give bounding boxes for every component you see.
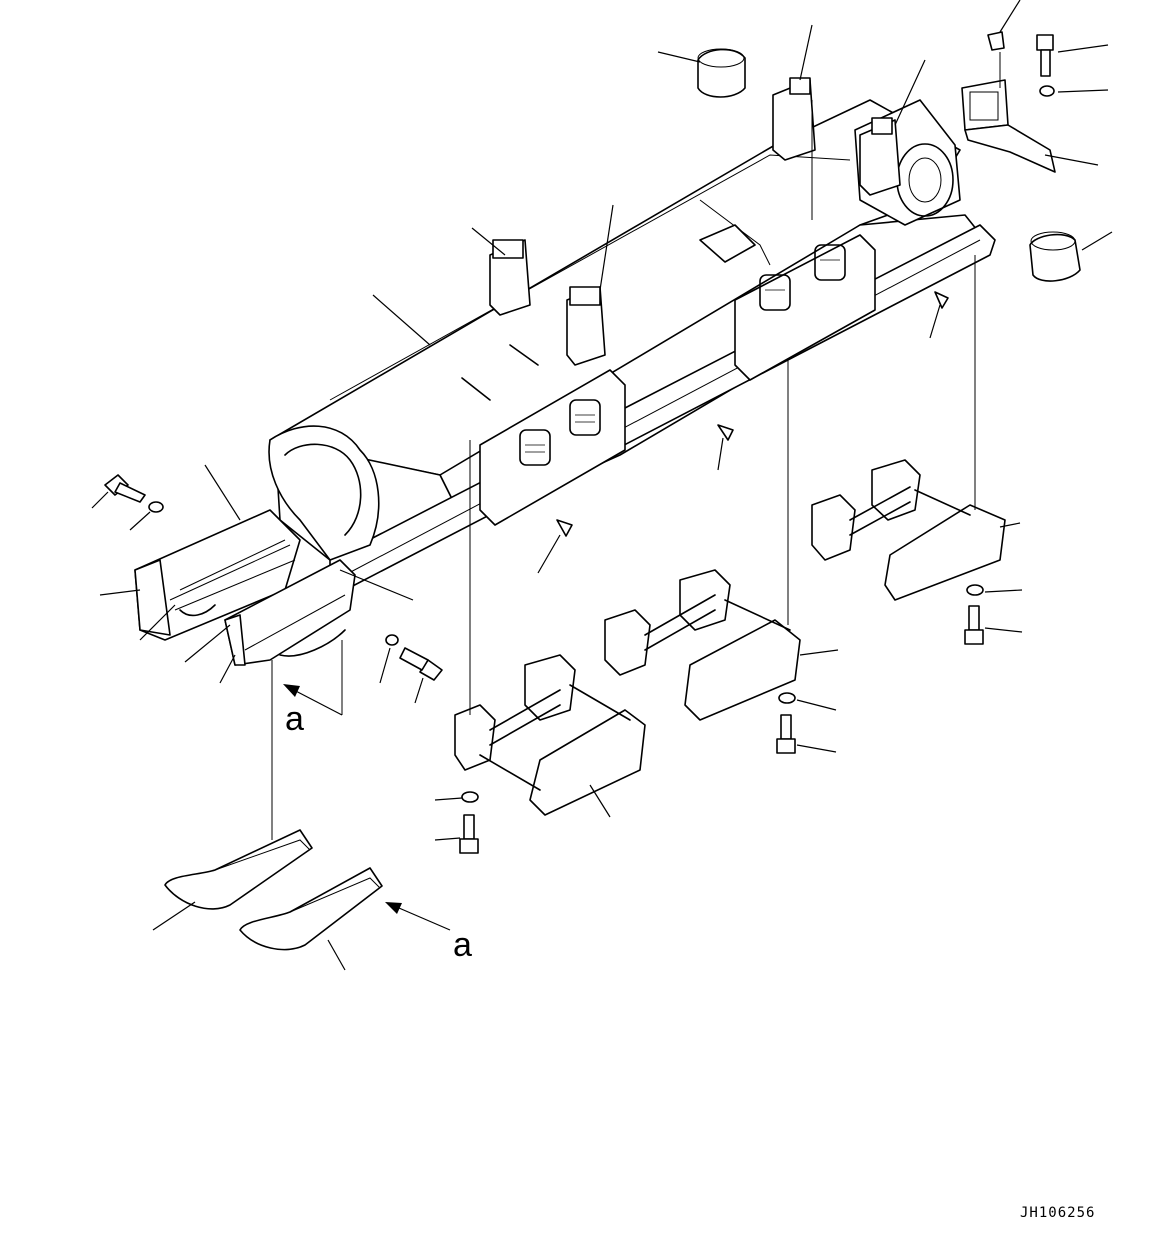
front-guard-plate-1 [164, 829, 313, 910]
bolt-roller-2 [776, 714, 796, 754]
alignment-lines [271, 52, 1001, 840]
plug-2 [717, 424, 734, 441]
fasteners [104, 31, 1055, 854]
bolt-roller-3 [964, 605, 984, 645]
bushings [697, 48, 1081, 282]
front-guard-plate-2 [239, 867, 383, 951]
rear-guard-bracket [961, 79, 1056, 173]
washer-roller-3 [966, 584, 984, 596]
plug-1 [934, 291, 949, 309]
washer-roller-1 [461, 791, 479, 803]
carrier-roller-brackets [489, 77, 901, 366]
view-marker-label-a-upper: a [285, 700, 304, 738]
drawing-code: JH106256 [1020, 1205, 1095, 1221]
roller-mounting-pads [479, 234, 876, 526]
plug-3 [556, 519, 573, 537]
cap-rear-top [987, 31, 1005, 51]
bolt-lower-front [399, 647, 443, 681]
washer-front [148, 501, 164, 513]
bolt-rear-top [1036, 34, 1054, 77]
bolt-roller-1 [459, 814, 479, 854]
roller-guard-3 [811, 459, 1006, 601]
roller-guard-2 [604, 569, 801, 721]
roller-guard-1 [454, 654, 646, 816]
washer-roller-2 [778, 692, 796, 704]
leader-lines [91, 0, 1113, 971]
washer-rear-top [1039, 85, 1055, 97]
washer-lower-front [385, 634, 399, 646]
view-marker-label-a-lower: a [453, 926, 472, 964]
bolt-front [104, 474, 146, 503]
